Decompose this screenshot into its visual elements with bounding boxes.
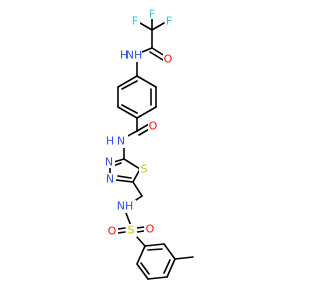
atom-s-thiadiazole: S [139, 163, 149, 176]
bond-ring1-a [117, 75, 138, 88]
bond-amide-o-1 [136, 123, 150, 132]
bond-s-o-right-2 [136, 230, 145, 233]
svg-text:O: O [146, 223, 155, 236]
svg-text:O: O [149, 120, 158, 133]
atom-nh-sulfonamide: NH [114, 200, 136, 213]
bond-s-ring [135, 235, 146, 247]
svg-text:H: H [106, 135, 114, 148]
atom-o-benzamide: O [148, 120, 158, 133]
bond-td-n3-c2 [113, 158, 125, 163]
bond-nh-s [125, 212, 132, 227]
bond-ring2-inner-2 [163, 259, 171, 274]
bond-c-f2 [139, 22, 153, 31]
bond-c5-ch2 [132, 181, 143, 197]
bond-ring2-c [166, 258, 176, 278]
bond-s-o-left-1 [117, 227, 126, 230]
svg-text:NH: NH [117, 200, 134, 213]
molecule-canvas: F F F O H NH O H N [104, 7, 194, 280]
bond-ring1-inner-2 [121, 104, 138, 114]
atom-f2: F [131, 15, 140, 28]
bond-ring2-inner-3 [140, 262, 150, 275]
bond-carbonyl-o-2 [149, 51, 164, 61]
bond-ring2-e [136, 263, 149, 280]
atom-labels: F F F O H NH O H N [104, 8, 174, 238]
atom-o-trifluoroacetyl: O [163, 53, 173, 66]
svg-text:F: F [132, 15, 138, 28]
bond-s-o-left-2 [117, 231, 126, 234]
bond-td-c2-s [123, 158, 141, 170]
bond-carbonyl-o-1 [151, 47, 166, 57]
bond-ring2-methyl [174, 256, 194, 260]
bond-ring1-c [117, 106, 138, 119]
atom-o-sulfonyl-right: O [144, 223, 155, 236]
bond-td-inner-2 [117, 175, 132, 179]
atom-f1: F [148, 8, 157, 21]
bond-ring1-f [136, 75, 157, 88]
atom-o-sulfonyl-left: O [107, 225, 118, 238]
bond-ring2-d [147, 276, 168, 280]
svg-text:F: F [149, 8, 155, 21]
bond-ring2-b [163, 243, 176, 260]
bond-s-o-right-1 [136, 226, 145, 229]
bond-td-c5-n4 [115, 179, 134, 183]
svg-text:N: N [105, 156, 113, 169]
bond-ring1-inner-1 [121, 80, 138, 90]
atom-n3-thiadiazole: N [104, 156, 115, 169]
bond-c-f3 [151, 22, 165, 31]
svg-text:O: O [108, 225, 117, 238]
atom-f3: F [165, 15, 174, 28]
svg-text:S: S [128, 224, 135, 237]
svg-text:O: O [164, 53, 173, 66]
bond-ring2-f [136, 245, 146, 265]
svg-text:F: F [166, 15, 172, 28]
atom-nh-benzamide: H N [104, 135, 128, 148]
atom-s-sulfonyl: S [126, 224, 137, 237]
bond-ring1-d [136, 106, 157, 119]
molecule-structure: F F F O H NH O H N [104, 8, 194, 280]
svg-text:N: N [117, 135, 125, 148]
bond-td-s-c5 [132, 168, 141, 183]
svg-text:N: N [106, 173, 114, 186]
svg-text:S: S [141, 163, 148, 176]
atom-nh-trifluoroacetamide: H NH [118, 49, 143, 62]
bonds [109, 18, 194, 280]
svg-text:NH: NH [126, 49, 143, 62]
svg-text:H: H [120, 49, 128, 62]
bond-ring2-inner-1 [147, 248, 163, 251]
bond-ring2-a [144, 243, 165, 247]
atom-n4-thiadiazole: N [105, 173, 116, 186]
